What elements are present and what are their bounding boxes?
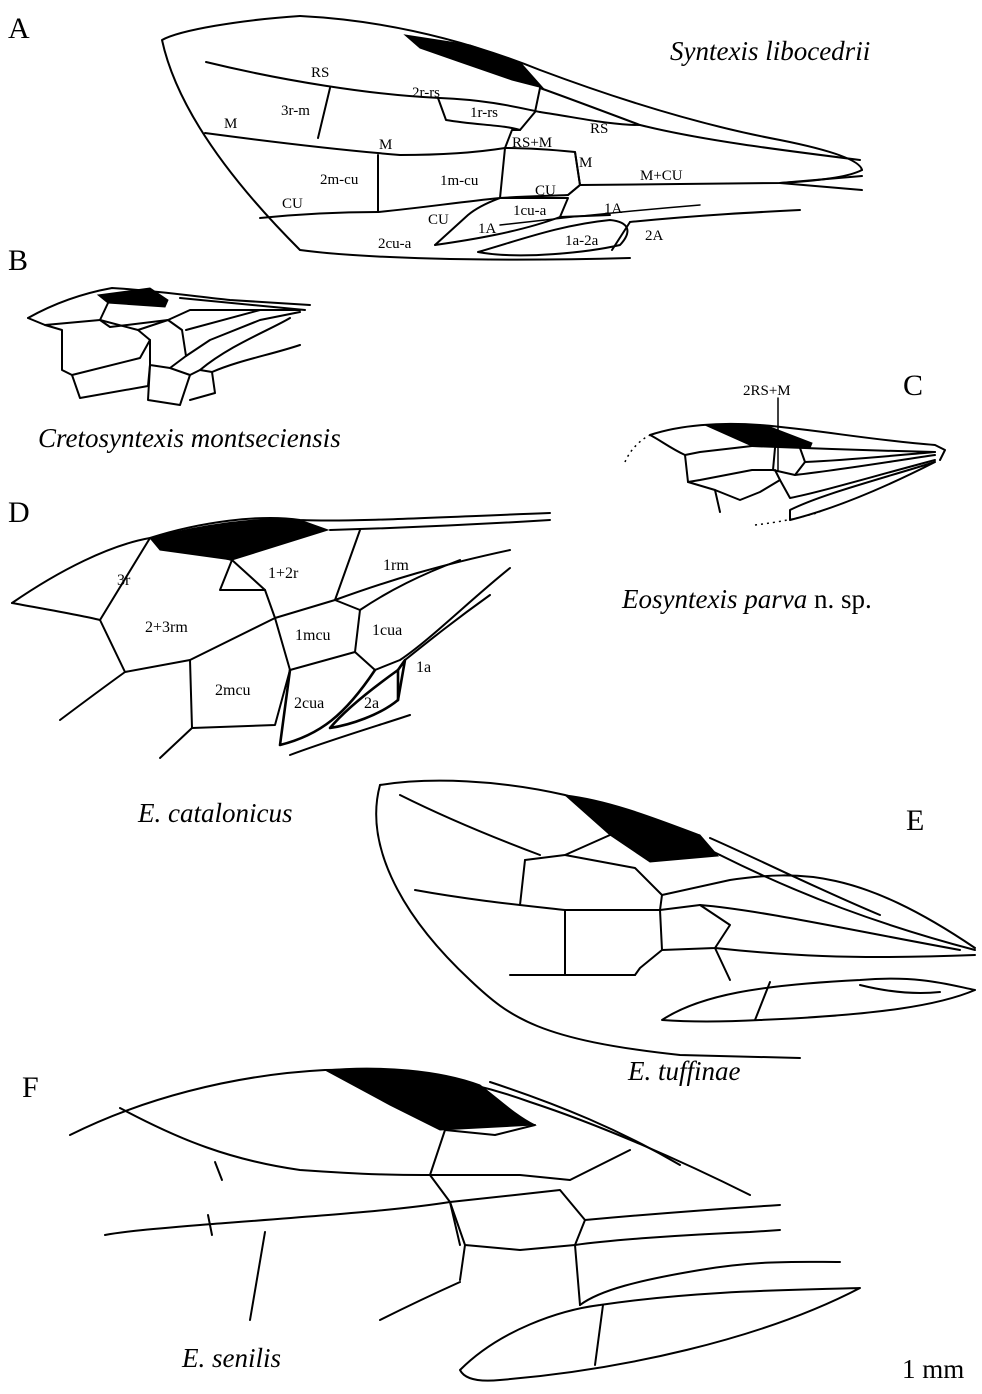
panel-c-label: 2RS+M: [743, 383, 791, 399]
panel-c-species-suffix: n. sp.: [807, 584, 872, 614]
panel-a-wing-outline: [162, 16, 630, 260]
panel-f-letter: F: [22, 1071, 39, 1104]
panel-c-species-name: Eosyntexis parva n. sp.: [621, 584, 872, 614]
panel-a-label: 1a-2a: [565, 233, 599, 249]
panel-a-label: M: [224, 116, 237, 132]
panel-f-wing-drawing: [70, 1068, 860, 1381]
panel-a-label: RS: [311, 65, 329, 81]
panel-d-label: 2cua: [294, 695, 324, 712]
panel-f-pterostigma: [325, 1068, 535, 1130]
panel-a-label: 1A: [604, 201, 623, 217]
panel-a-label: RS+M: [512, 135, 552, 151]
panel-e-pterostigma: [565, 795, 718, 862]
panel-d-label: 1mcu: [295, 627, 331, 644]
panel-a-label: 2cu-a: [378, 236, 412, 252]
panel-a-label: 1m-cu: [440, 173, 479, 189]
panel-b-species-name: Cretosyntexis montseciensis: [38, 423, 341, 453]
panel-b-letter: B: [8, 244, 28, 277]
panel-d-label: 1cua: [372, 622, 402, 639]
panel-d-cell-labels: 3r 1+2r 1rm 2+3rm 1mcu 1cua 2mcu 1a 2cua…: [117, 557, 431, 712]
panel-d-label: 2a: [364, 695, 379, 712]
panel-a-label: 2A: [645, 228, 664, 244]
panel-a-label: M: [379, 137, 392, 153]
panel-c-letter: C: [903, 369, 923, 402]
panel-e-wing-drawing: [376, 781, 975, 1058]
panel-d-pterostigma: [150, 519, 328, 560]
panel-a-label: 1cu-a: [513, 203, 547, 219]
panel-e-letter: E: [906, 804, 924, 837]
panel-f-species-name: E. senilis: [181, 1343, 281, 1373]
panel-b-wing-drawing: [28, 288, 310, 405]
panel-d-label: 1+2r: [268, 565, 299, 582]
panel-a-vein-labels: RS 3r-m 2r-rs 1r-rs M RS+M RS M 2m-cu 1m…: [224, 65, 683, 252]
panel-c-species-genus: Eosyntexis parva: [621, 584, 807, 614]
panel-a-label: 2m-cu: [320, 172, 359, 188]
panel-d-label: 2+3rm: [145, 619, 188, 636]
panel-a-label: M+CU: [640, 168, 683, 184]
scale-bar-label: 1 mm: [902, 1354, 964, 1384]
panel-a-pterostigma: [405, 35, 543, 88]
panel-d-species-name: E. catalonicus: [137, 798, 292, 828]
panel-a-label: CU: [535, 183, 556, 199]
panel-d-label: 1rm: [383, 557, 409, 574]
panel-d-wing-drawing: [12, 513, 550, 758]
panel-a-letter: A: [8, 12, 30, 45]
panel-a-label: RS: [590, 121, 608, 137]
panel-e-species-name: E. tuffinae: [627, 1056, 740, 1086]
panel-a-label: 1A: [478, 221, 497, 237]
panel-a-label: CU: [428, 212, 449, 228]
panel-a-label: 3r-m: [281, 103, 310, 119]
panel-a-label: M: [579, 155, 592, 171]
panel-d-label: 3r: [117, 572, 131, 589]
panel-d-label: 1a: [416, 659, 431, 676]
panel-d-label: 2mcu: [215, 682, 251, 699]
panel-c-wing-drawing: [625, 398, 945, 525]
panel-d-letter: D: [8, 496, 30, 529]
panel-a-label: 1r-rs: [470, 105, 498, 121]
panel-a-label: CU: [282, 196, 303, 212]
panel-a-species-name: Syntexis libocedrii: [670, 36, 870, 66]
panel-a-label: 2r-rs: [412, 85, 440, 101]
